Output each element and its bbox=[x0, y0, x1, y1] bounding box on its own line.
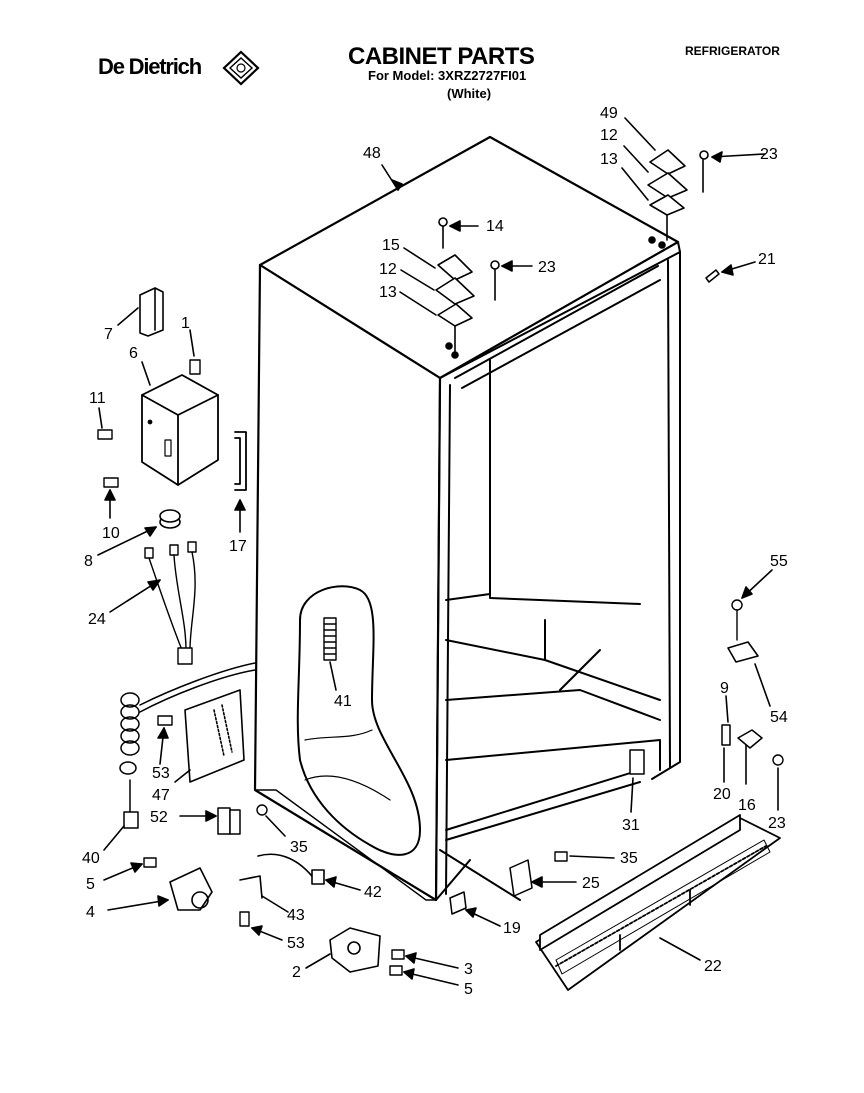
callout-55: 55 bbox=[770, 553, 788, 570]
callout-23: 23 bbox=[538, 259, 556, 276]
leader-lines bbox=[97, 117, 779, 986]
model-line: For Model: 3XRZ2727FI01 bbox=[368, 68, 527, 83]
screw-53-bottom bbox=[239, 911, 250, 927]
callout-20: 20 bbox=[713, 786, 731, 803]
callout-12: 12 bbox=[379, 261, 397, 278]
clamp-52 bbox=[217, 807, 241, 835]
bracket-17 bbox=[234, 431, 247, 491]
callout-24: 24 bbox=[88, 611, 106, 628]
bracket-54 bbox=[727, 641, 759, 663]
callout-49: 49 bbox=[600, 105, 618, 122]
condenser-coil bbox=[323, 617, 337, 661]
callout-35: 35 bbox=[290, 839, 308, 856]
callout-40: 40 bbox=[82, 850, 100, 867]
callout-48: 48 bbox=[363, 145, 381, 162]
callout-53: 53 bbox=[152, 765, 170, 782]
callout-23: 23 bbox=[760, 146, 778, 163]
hinge-9-20-16 bbox=[721, 724, 763, 749]
control-box-6 bbox=[141, 374, 219, 486]
callout-54: 54 bbox=[770, 709, 788, 726]
grommet-8 bbox=[159, 509, 181, 529]
callout-17: 17 bbox=[229, 538, 247, 555]
callout-4: 4 bbox=[86, 904, 95, 921]
brand-logo-icon bbox=[222, 50, 260, 86]
callout-7: 7 bbox=[104, 326, 113, 343]
callout-23: 23 bbox=[768, 815, 786, 832]
callout-6: 6 bbox=[129, 345, 138, 362]
callout-19: 19 bbox=[503, 920, 521, 937]
tube-42 bbox=[239, 853, 325, 899]
top-center-hinge bbox=[435, 217, 500, 359]
callout-3: 3 bbox=[464, 961, 473, 978]
brand-logo-text: De Dietrich bbox=[98, 54, 202, 79]
callout-52: 52 bbox=[150, 809, 168, 826]
screws-11-10 bbox=[97, 429, 119, 488]
callout-2: 2 bbox=[292, 964, 301, 981]
cover-47 bbox=[184, 689, 245, 783]
callout-15: 15 bbox=[382, 237, 400, 254]
callout-41: 41 bbox=[334, 693, 352, 710]
callout-35: 35 bbox=[620, 850, 638, 867]
stop-pin-21 bbox=[705, 269, 720, 283]
bracket-2 bbox=[329, 927, 381, 973]
callout-14: 14 bbox=[486, 218, 504, 235]
toe-grille-22 bbox=[535, 814, 781, 991]
callout-9: 9 bbox=[720, 680, 729, 697]
top-right-hinge bbox=[647, 149, 709, 249]
screw-5-left bbox=[143, 857, 157, 868]
callout-16: 16 bbox=[738, 797, 756, 814]
bracket-25 bbox=[509, 859, 533, 897]
screw-35-right bbox=[554, 851, 568, 862]
callout-43: 43 bbox=[287, 907, 305, 924]
page-title: CABINET PARTS bbox=[348, 43, 535, 70]
appliance-type: REFRIGERATOR bbox=[685, 44, 780, 58]
callout-53: 53 bbox=[287, 935, 305, 952]
screw-55 bbox=[731, 599, 743, 641]
roller-31 bbox=[629, 749, 645, 775]
clip-19 bbox=[449, 891, 467, 915]
callout-1: 1 bbox=[181, 315, 190, 332]
callout-labels: 48 49 12 13 23 14 15 23 12 13 21 7 1 6 1… bbox=[82, 105, 788, 998]
screw-35-left bbox=[256, 804, 268, 816]
callout-47: 47 bbox=[152, 787, 170, 804]
screw-1 bbox=[189, 359, 201, 375]
compressor-4 bbox=[169, 867, 213, 911]
callout-21: 21 bbox=[758, 251, 776, 268]
callout-5: 5 bbox=[464, 981, 473, 998]
callout-10: 10 bbox=[102, 525, 120, 542]
callout-22: 22 bbox=[704, 958, 722, 975]
callout-5: 5 bbox=[86, 876, 95, 893]
callout-31: 31 bbox=[622, 817, 640, 834]
screw-23-bottom bbox=[772, 754, 784, 766]
screws-3-5 bbox=[389, 949, 405, 976]
color-line: (White) bbox=[447, 86, 492, 101]
harness-24 bbox=[144, 541, 197, 665]
relay-7 bbox=[139, 287, 164, 337]
callout-12: 12 bbox=[600, 127, 618, 144]
callout-13: 13 bbox=[600, 151, 618, 168]
callout-25: 25 bbox=[582, 875, 600, 892]
screw-53-top bbox=[157, 715, 173, 726]
cord-40 bbox=[119, 662, 256, 829]
callout-42: 42 bbox=[364, 884, 382, 901]
callout-8: 8 bbox=[84, 553, 93, 570]
callout-11: 11 bbox=[89, 390, 106, 407]
callout-13: 13 bbox=[379, 284, 397, 301]
